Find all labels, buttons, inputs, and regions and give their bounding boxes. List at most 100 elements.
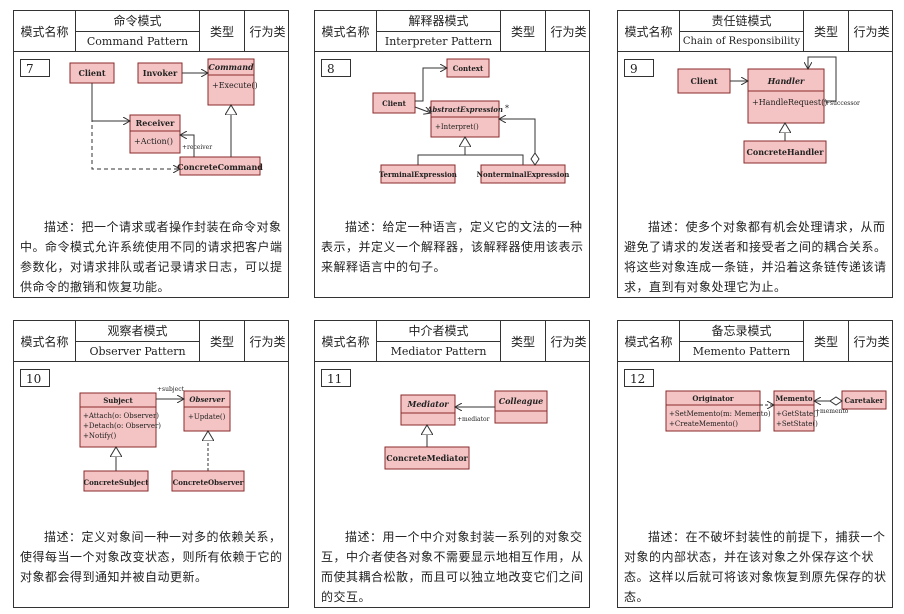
handler-label: Handler <box>767 76 805 86</box>
card-mediator: 模式名称 中介者模式 Mediator Pattern 类型 行为类 11 Me… <box>314 320 590 608</box>
pattern-description: 描述：在不破坏封装性的前提下，捕获一个对象的内部状态，并在该对象之外保存这个状态… <box>624 530 887 604</box>
abstract-expression-box <box>430 100 500 138</box>
pattern-number: 8 <box>321 59 351 77</box>
invoker-label: Invoker <box>143 68 178 78</box>
observer-label: Observer <box>189 395 226 404</box>
client-label: Client <box>78 68 105 78</box>
memento-label: Memento <box>775 394 812 403</box>
receiver-role: +receiver <box>182 144 212 151</box>
client-label: Client <box>382 99 406 108</box>
pattern-name-en: Chain of Responsibility <box>682 36 801 47</box>
category-value: 行为类 <box>249 334 286 349</box>
set-state-method: +SetState() <box>776 420 818 428</box>
card-command: 模式名称 命令模式 Command Pattern 类型 行为类 7 Clien… <box>13 10 289 298</box>
mode-name-label: 模式名称 <box>618 321 680 361</box>
type-label: 类型 <box>804 321 849 361</box>
card-header: 模式名称 备忘录模式 Memento Pattern 类型 行为类 <box>618 321 892 362</box>
uml-diagram-observer: Subject +Attach(o: Observer) +Detach(o: … <box>79 386 245 492</box>
mediator-label: Mediator <box>406 399 449 409</box>
uml-diagram-chain: Client Handler +HandleRequest() Concrete… <box>677 56 860 164</box>
pattern-name-cn: 观察者模式 <box>76 321 199 342</box>
pattern-number: 12 <box>624 369 654 387</box>
type-label: 类型 <box>501 321 546 361</box>
card-header: 模式名称 中介者模式 Mediator Pattern 类型 行为类 <box>315 321 589 362</box>
pattern-description: 描述：给定一种语言，定义它的文法的一种表示，并定义一个解释器，该解释器使用该表示… <box>321 220 584 274</box>
colleague-label: Colleague <box>499 396 544 406</box>
command-box <box>207 58 255 106</box>
originator-label: Originator <box>692 394 734 403</box>
pattern-description: 描述：使多个对象都有机会处理请求，从而避免了请求的发送者和接受者之间的耦合关系。… <box>624 220 887 294</box>
client-label: Client <box>690 76 717 86</box>
receiver-label: Receiver <box>136 118 175 128</box>
uml-diagram-interpreter: Context Client AbstractExpression +Inter… <box>372 58 570 184</box>
category-value: 行为类 <box>249 24 286 39</box>
card-observer: 模式名称 观察者模式 Observer Pattern 类型 行为类 10 Su… <box>13 320 289 608</box>
pattern-name-cn: 责任链模式 <box>680 11 803 32</box>
card-header: 模式名称 命令模式 Command Pattern 类型 行为类 <box>14 11 288 52</box>
concrete-observer-label: ConcreteObserver <box>173 478 244 487</box>
concrete-subject-label: ConcreteSubject <box>84 478 150 487</box>
pattern-name-en: Command Pattern <box>86 35 189 48</box>
mode-name-label: 模式名称 <box>14 11 76 51</box>
pattern-name-en: Interpreter Pattern <box>384 35 493 48</box>
mode-name-label: 模式名称 <box>618 11 680 51</box>
pattern-number: 7 <box>20 59 50 77</box>
concrete-command-label: ConcreteCommand <box>177 162 263 172</box>
concrete-handler-label: ConcreteHandler <box>747 147 825 157</box>
pattern-name: 命令模式 Command Pattern <box>76 11 200 51</box>
attach-method: +Attach(o: Observer) <box>83 412 159 420</box>
type-label: 类型 <box>200 11 245 51</box>
uml-diagram-memento: Originator +SetMemento(m: Memento) +Crea… <box>665 390 887 432</box>
pattern-name-en: Memento Pattern <box>692 345 791 358</box>
type-label: 类型 <box>501 11 546 51</box>
nonterminal-expression-label: NonterminalExpression <box>477 170 570 179</box>
pattern-description: 描述：把一个请求或者操作封装在命令对象中。命令模式允许系统使用不同的请求把客户端… <box>20 220 283 294</box>
mode-name-label: 模式名称 <box>315 11 377 51</box>
handler-box <box>747 68 825 124</box>
pattern-name-cn: 命令模式 <box>76 11 199 32</box>
mediator-role: +mediator <box>457 416 490 423</box>
card-interpreter: 模式名称 解释器模式 Interpreter Pattern 类型 行为类 8 … <box>314 10 590 298</box>
update-method: +Update() <box>188 413 226 421</box>
type-label: 类型 <box>804 11 849 51</box>
caretaker-label: Caretaker <box>844 396 883 405</box>
abstract-expression-label: AbstractExpression <box>426 105 503 114</box>
concrete-mediator-label: ConcreteMediator <box>386 453 468 463</box>
observer-box <box>183 390 231 432</box>
category-value: 行为类 <box>550 24 587 39</box>
card-chain: 模式名称 责任链模式 Chain of Responsibility 类型 行为… <box>617 10 893 298</box>
interpret-method: +Interpret() <box>435 123 479 131</box>
action-method: +Action() <box>134 137 173 146</box>
category-value: 行为类 <box>550 334 587 349</box>
terminal-expression-label: TerminalExpression <box>379 170 457 179</box>
type-label: 类型 <box>200 321 245 361</box>
execute-method: +Execute() <box>212 81 258 90</box>
card-header: 模式名称 责任链模式 Chain of Responsibility 类型 行为… <box>618 11 892 52</box>
mode-name-label: 模式名称 <box>14 321 76 361</box>
subject-role: +subject <box>157 386 185 393</box>
pattern-name-cn: 中介者模式 <box>377 321 500 342</box>
mediator-box <box>400 394 456 426</box>
pattern-name: 备忘录模式 Memento Pattern <box>680 321 804 361</box>
card-memento: 模式名称 备忘录模式 Memento Pattern 类型 行为类 12 Ori… <box>617 320 893 608</box>
category-value: 行为类 <box>853 24 890 39</box>
card-header: 模式名称 观察者模式 Observer Pattern 类型 行为类 <box>14 321 288 362</box>
pattern-name: 责任链模式 Chain of Responsibility <box>680 11 804 51</box>
pattern-name-en: Mediator Pattern <box>390 345 487 358</box>
uml-diagram-mediator: Mediator Colleague ConcreteMediator +med… <box>384 390 548 470</box>
create-memento-method: +CreateMemento() <box>669 420 738 428</box>
pattern-number: 10 <box>20 369 50 387</box>
get-state-method: +GetState() <box>776 410 819 418</box>
pattern-name-cn: 备忘录模式 <box>680 321 803 342</box>
context-label: Context <box>453 64 484 73</box>
pattern-name: 中介者模式 Mediator Pattern <box>377 321 501 361</box>
pattern-name-en: Observer Pattern <box>89 345 186 358</box>
pattern-name-cn: 解释器模式 <box>377 11 500 32</box>
command-label: Command <box>208 62 254 72</box>
card-header: 模式名称 解释器模式 Interpreter Pattern 类型 行为类 <box>315 11 589 52</box>
mode-name-label: 模式名称 <box>315 321 377 361</box>
memento-role: +memento <box>815 408 849 415</box>
client-box <box>372 92 416 114</box>
pattern-number: 11 <box>321 369 351 387</box>
pattern-description: 描述：用一个中介对象封装一系列的对象交互，中介者使各对象不需要显示地相互作用，从… <box>321 530 584 604</box>
